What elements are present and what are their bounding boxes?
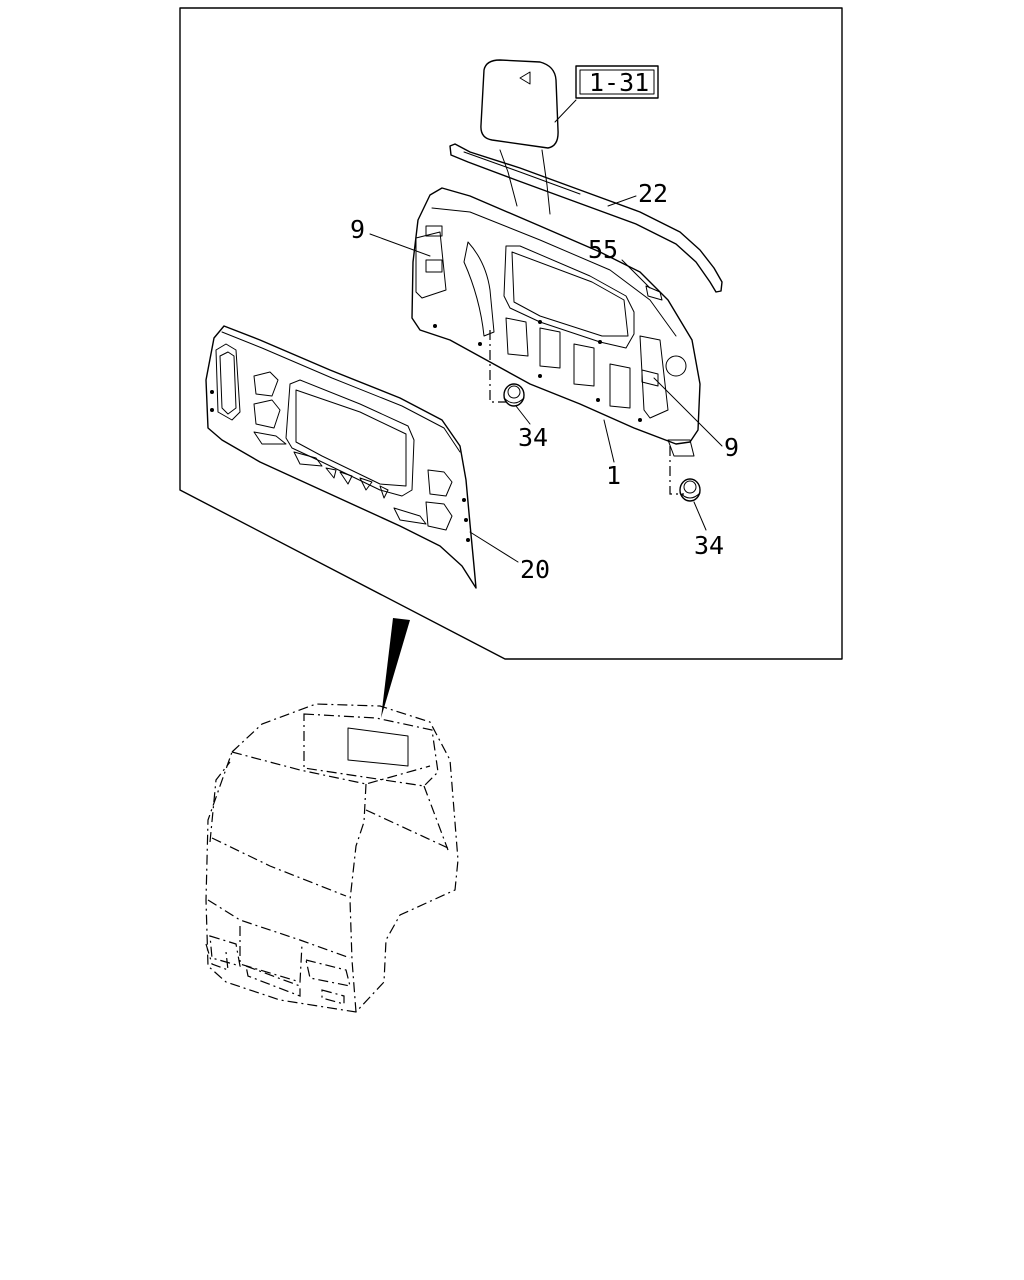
inner-panel (205, 325, 477, 589)
detail-frame (179, 7, 843, 660)
callout-20: 20 (520, 555, 550, 584)
rear-panel (411, 187, 701, 457)
callout-9-right: 9 (724, 433, 739, 462)
cab-overview (205, 703, 459, 1013)
ref-box-label: 1-31 (589, 68, 649, 97)
callout-22: 22 (638, 179, 668, 208)
reinforcement-bar (449, 143, 723, 293)
leader-dash-left (489, 330, 506, 403)
grommet-right (679, 478, 701, 502)
callout-55: 55 (588, 235, 618, 264)
leader-dash-right (669, 446, 684, 495)
detail-pointer (381, 618, 410, 718)
callout-34-left: 34 (518, 423, 548, 452)
callout-1: 1 (606, 461, 621, 490)
headrest (480, 59, 559, 215)
ref-box-frame (575, 65, 659, 99)
callout-9-left: 9 (350, 215, 365, 244)
grommet-left (503, 383, 525, 407)
callout-34-right: 34 (694, 531, 724, 560)
